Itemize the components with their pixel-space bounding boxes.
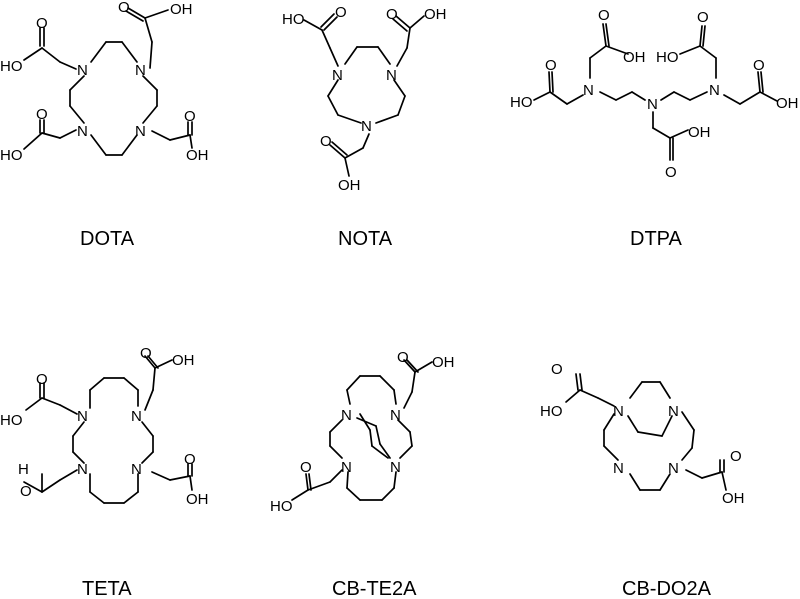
dtpa-ho-3: HO bbox=[656, 49, 679, 66]
cbdo2a-bonds bbox=[565, 373, 727, 491]
teta-caption: TETA bbox=[82, 578, 132, 599]
dota-n-top-right: N bbox=[135, 62, 146, 79]
teta-oh-4: OH bbox=[186, 491, 209, 508]
cbte2a-ho-2: HO bbox=[270, 498, 293, 515]
dtpa-atom-labels: N N N O OH O HO O HO O OH OH O bbox=[510, 7, 799, 181]
teta-bonds bbox=[23, 355, 193, 504]
dota-caption: DOTA bbox=[80, 228, 135, 250]
dtpa-o-1: O bbox=[598, 7, 610, 24]
cbdo2a-caption: CB-DO2A bbox=[622, 578, 712, 599]
dota-oh-4: OH bbox=[186, 147, 209, 164]
dota-n-bottom-left: N bbox=[77, 123, 88, 140]
dota-n-bottom-right: N bbox=[135, 123, 146, 140]
dtpa-bonds bbox=[533, 23, 778, 161]
dtpa-oh-4: OH bbox=[776, 95, 799, 112]
dtpa-structure: N N N O OH O HO O HO O OH OH O DTPA bbox=[510, 7, 799, 250]
teta-o-2: O bbox=[140, 345, 152, 362]
nota-ho-left: HO bbox=[282, 11, 305, 28]
nota-n-bottom: N bbox=[361, 118, 372, 135]
nota-atom-labels: N N N HO O O OH O OH bbox=[282, 4, 447, 194]
dota-atom-labels: N N N N O HO O OH O HO O OH bbox=[0, 0, 209, 164]
cbte2a-bonds bbox=[291, 359, 433, 501]
cbte2a-n-bottom-left: N bbox=[341, 459, 352, 476]
teta-atom-labels: N N N N O HO O OH H O O OH bbox=[0, 345, 209, 508]
teta-n-top-left: N bbox=[77, 408, 88, 425]
dota-n-top-left: N bbox=[77, 62, 88, 79]
cbdo2a-n-top-right: N bbox=[668, 403, 679, 420]
teta-o-3: O bbox=[20, 483, 32, 500]
cbdo2a-o-2: O bbox=[730, 448, 742, 465]
teta-o-1: O bbox=[36, 371, 48, 388]
cbdo2a-o-1: O bbox=[551, 361, 563, 378]
cbte2a-atom-labels: N N N N O OH O HO bbox=[270, 349, 455, 515]
teta-h-3: H bbox=[18, 461, 29, 478]
cbte2a-n-top-right: N bbox=[390, 407, 401, 424]
cbdo2a-n-bottom-left: N bbox=[613, 460, 624, 477]
cbdo2a-oh-2: OH bbox=[722, 490, 745, 507]
nota-o-bottom: O bbox=[320, 133, 332, 150]
teta-oh-2: OH bbox=[172, 352, 195, 369]
dtpa-n-right: N bbox=[709, 82, 720, 99]
dtpa-n-center: N bbox=[647, 96, 658, 113]
dtpa-n-left: N bbox=[583, 82, 594, 99]
dota-o-2: O bbox=[118, 0, 130, 16]
nota-oh-right: OH bbox=[424, 6, 447, 23]
cbdo2a-ho-1: HO bbox=[540, 403, 563, 420]
dtpa-oh-1: OH bbox=[623, 49, 646, 66]
cbte2a-n-top-left: N bbox=[341, 407, 352, 424]
teta-n-bottom-left: N bbox=[77, 461, 88, 478]
dtpa-o-5: O bbox=[665, 164, 677, 181]
dtpa-o-2: O bbox=[545, 57, 557, 74]
dtpa-ho-2: HO bbox=[510, 94, 533, 111]
dota-bonds bbox=[23, 7, 193, 156]
dtpa-o-3: O bbox=[697, 9, 709, 26]
nota-caption: NOTA bbox=[338, 228, 393, 250]
cbte2a-o-2: O bbox=[300, 459, 312, 476]
dtpa-caption: DTPA bbox=[630, 228, 683, 250]
cbte2a-oh-1: OH bbox=[432, 354, 455, 371]
dota-ho-1: HO bbox=[0, 58, 23, 75]
cbdo2a-n-top-left: N bbox=[613, 403, 624, 420]
dota-o-3: O bbox=[36, 106, 48, 123]
dtpa-o-4: O bbox=[753, 57, 765, 74]
teta-o-4: O bbox=[184, 451, 196, 468]
cbdo2a-atom-labels: N N N N O HO O OH bbox=[540, 361, 745, 507]
nota-structure: N N N HO O O OH O OH NOTA bbox=[282, 4, 447, 250]
nota-n-right: N bbox=[386, 67, 397, 84]
dota-oh-2: OH bbox=[170, 1, 193, 18]
dtpa-oh-5: OH bbox=[688, 124, 711, 141]
cbte2a-n-bottom-right: N bbox=[390, 459, 401, 476]
teta-n-top-right: N bbox=[131, 408, 142, 425]
cbdo2a-structure: N N N N O HO O OH CB-DO2A bbox=[540, 361, 745, 599]
teta-ho-1: HO bbox=[0, 412, 23, 429]
teta-structure: N N N N O HO O OH H O O OH TETA bbox=[0, 345, 209, 599]
nota-o-right: O bbox=[386, 6, 398, 23]
dota-structure: N N N N O HO O OH O HO O OH DOTA bbox=[0, 0, 209, 250]
teta-n-bottom-right: N bbox=[131, 461, 142, 478]
cbte2a-o-1: O bbox=[397, 349, 409, 366]
cbdo2a-n-bottom-right: N bbox=[668, 460, 679, 477]
dota-o-1: O bbox=[36, 15, 48, 32]
nota-bonds bbox=[303, 13, 425, 177]
nota-o-left: O bbox=[335, 4, 347, 21]
nota-n-left: N bbox=[332, 67, 343, 84]
dota-ho-3: HO bbox=[0, 147, 23, 164]
nota-oh-bottom: OH bbox=[338, 177, 361, 194]
cbte2a-caption: CB-TE2A bbox=[332, 578, 417, 599]
cbte2a-structure: N N N N O OH O HO CB-TE2A bbox=[270, 349, 455, 599]
dota-o-4: O bbox=[184, 108, 196, 125]
